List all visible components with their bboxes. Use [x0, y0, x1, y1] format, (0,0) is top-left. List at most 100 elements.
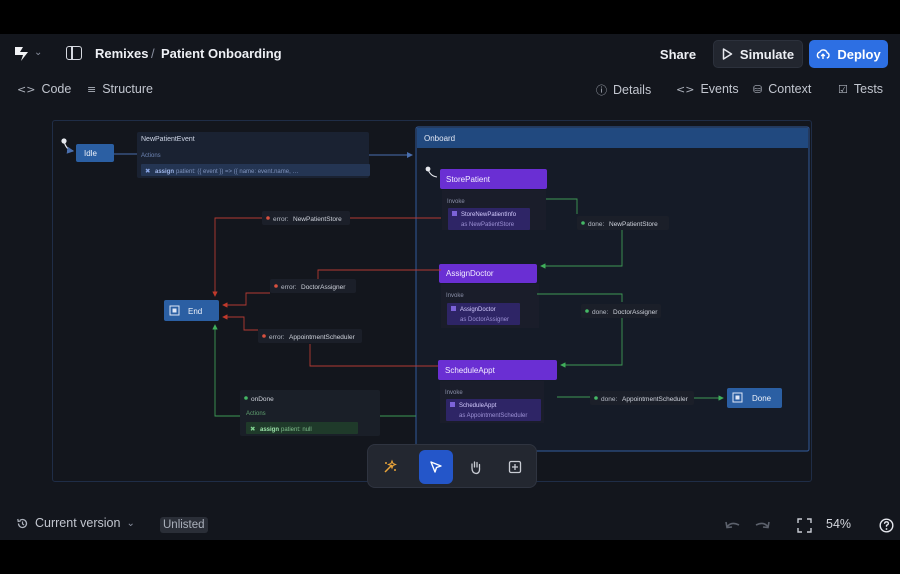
- state-schedule-appt[interactable]: ScheduleAppt Invoke ScheduleAppt as Appo…: [438, 360, 557, 423]
- zoom-level[interactable]: 54%: [826, 517, 852, 531]
- onboard-title: Onboard: [424, 134, 455, 143]
- transition-error-store[interactable]: error: NewPatientStore: [262, 211, 350, 225]
- transition-new-patient-event[interactable]: NewPatientEvent Actions ✖ assign patient…: [137, 132, 370, 178]
- transition-done-store[interactable]: done: NewPatientStore: [577, 216, 669, 230]
- database-icon: ⛁: [753, 82, 763, 96]
- version-selector[interactable]: Current version ⌄: [16, 516, 135, 530]
- done-event: AppointmentScheduler: [622, 396, 689, 403]
- invoke-label: Invoke: [445, 390, 463, 396]
- assign-icon: ✖: [250, 426, 255, 433]
- state-assign-doctor[interactable]: AssignDoctor Invoke AssignDoctor as Doct…: [439, 264, 539, 328]
- structure-icon: ≡: [87, 82, 97, 96]
- state-assign-doctor-label: AssignDoctor: [446, 269, 494, 278]
- chevron-down-icon: ⌄: [126, 517, 135, 529]
- chevron-down-icon[interactable]: ⌄: [34, 47, 43, 58]
- breadcrumb-current[interactable]: Patient Onboarding: [161, 46, 282, 61]
- breadcrumb-separator: /: [151, 46, 155, 61]
- done-event: NewPatientStore: [609, 221, 658, 228]
- transition-done-doctor[interactable]: done: DoctorAssigner: [581, 304, 661, 318]
- transition-error-doctor[interactable]: error: DoctorAssigner: [270, 279, 356, 293]
- transition-done-scheduler[interactable]: done: AppointmentScheduler: [590, 391, 694, 405]
- done-event: DoctorAssigner: [613, 309, 658, 316]
- add-state-button[interactable]: [498, 450, 532, 484]
- invoke-label: Invoke: [446, 293, 464, 299]
- version-label: Current version: [35, 516, 121, 530]
- cursor-pointer-icon: [430, 461, 442, 473]
- app-window: ⌄ Remixes / Patient Onboarding Share Sim…: [0, 34, 900, 540]
- visibility-badge: Unlisted: [160, 517, 208, 533]
- invoke-icon: [451, 306, 456, 311]
- state-diagram: Onboard Idle NewPatientEvent Actions ✖ a…: [61, 126, 810, 452]
- hand-icon: [471, 460, 481, 474]
- state-end[interactable]: End: [164, 300, 219, 321]
- simulate-label: Simulate: [739, 46, 795, 62]
- tab-structure[interactable]: ≡ Structure: [87, 82, 153, 96]
- deploy-label: Deploy: [837, 46, 881, 62]
- invoke-id: as AppointmentScheduler: [459, 413, 527, 419]
- tab-events-label: Events: [700, 82, 739, 96]
- transition-error-scheduler[interactable]: error: AppointmentScheduler: [258, 329, 362, 343]
- play-icon: [722, 48, 733, 60]
- simulate-button[interactable]: Simulate: [713, 40, 803, 68]
- transition-on-done[interactable]: onDone Actions ✖ assign patient: null: [240, 390, 380, 436]
- initial-marker-icon: [425, 166, 438, 178]
- plus-square-icon: [508, 460, 522, 474]
- tab-context[interactable]: ⛁ Context: [753, 82, 811, 96]
- tab-events[interactable]: <> Events: [676, 82, 739, 96]
- sparkles-icon: [384, 459, 397, 473]
- sidebar-toggle-icon[interactable]: [66, 46, 82, 60]
- history-icon: [17, 518, 28, 528]
- bottom-bar: Current version ⌄ Unlisted 54%: [0, 510, 900, 540]
- error-event: DoctorAssigner: [301, 284, 346, 291]
- help-icon[interactable]: [879, 518, 894, 533]
- state-done-label: Done: [752, 394, 772, 403]
- tab-details[interactable]: ⓘ Details: [596, 82, 651, 98]
- tab-code[interactable]: <> Code: [17, 82, 71, 96]
- pan-tool-button[interactable]: [459, 450, 493, 484]
- error-prefix: error:: [273, 216, 289, 223]
- error-prefix: error:: [269, 334, 285, 341]
- share-button[interactable]: Share: [652, 40, 704, 68]
- stately-logo-icon[interactable]: [12, 44, 32, 64]
- state-store-patient[interactable]: StorePatient Invoke StoreNewPatientInfo …: [440, 169, 547, 230]
- canvas-toolbar: [367, 444, 537, 488]
- invoke-label: Invoke: [447, 199, 465, 205]
- info-icon: ⓘ: [596, 84, 607, 97]
- breadcrumb-root[interactable]: Remixes: [95, 46, 149, 61]
- code-icon: <>: [676, 82, 695, 96]
- tab-details-label: Details: [613, 83, 652, 97]
- select-tool-button[interactable]: [419, 450, 453, 484]
- invoke-icon: [450, 402, 455, 407]
- actions-label: Actions: [246, 411, 266, 417]
- state-idle[interactable]: Idle: [76, 144, 114, 162]
- deploy-button[interactable]: Deploy: [809, 40, 888, 68]
- tab-structure-label: Structure: [102, 82, 153, 96]
- final-state-icon: [732, 392, 743, 403]
- tab-context-label: Context: [768, 82, 812, 96]
- assign-icon: ✖: [145, 168, 150, 175]
- tab-tests-label: Tests: [853, 82, 884, 96]
- state-idle-label: Idle: [84, 149, 97, 158]
- assign-keyword: assign: [260, 427, 279, 433]
- tab-tests[interactable]: ☑ Tests: [838, 82, 883, 96]
- state-schedule-appt-label: ScheduleAppt: [445, 366, 496, 375]
- initial-marker-icon: [61, 138, 75, 154]
- invoke-icon: [452, 211, 457, 216]
- cloud-upload-icon: [817, 49, 831, 59]
- invoke-id: as NewPatientStore: [461, 222, 515, 228]
- invoke-src: StoreNewPatientInfo: [461, 212, 517, 218]
- invoke-src: ScheduleAppt: [459, 403, 497, 409]
- state-store-patient-label: StorePatient: [446, 175, 491, 184]
- undo-icon[interactable]: [723, 519, 743, 533]
- code-icon: <>: [17, 82, 36, 96]
- fit-view-icon[interactable]: [797, 518, 812, 533]
- state-end-label: End: [188, 307, 202, 316]
- redo-icon[interactable]: [752, 519, 772, 533]
- done-prefix: done:: [588, 221, 604, 228]
- state-done[interactable]: Done: [727, 388, 782, 408]
- invoke-src: AssignDoctor: [460, 307, 496, 313]
- error-event: AppointmentScheduler: [289, 334, 356, 341]
- event-name: NewPatientEvent: [141, 136, 195, 143]
- idle-action-code: patient: ({ event }) => ({ name: event.n…: [176, 169, 298, 175]
- magic-tool-button[interactable]: [373, 450, 407, 484]
